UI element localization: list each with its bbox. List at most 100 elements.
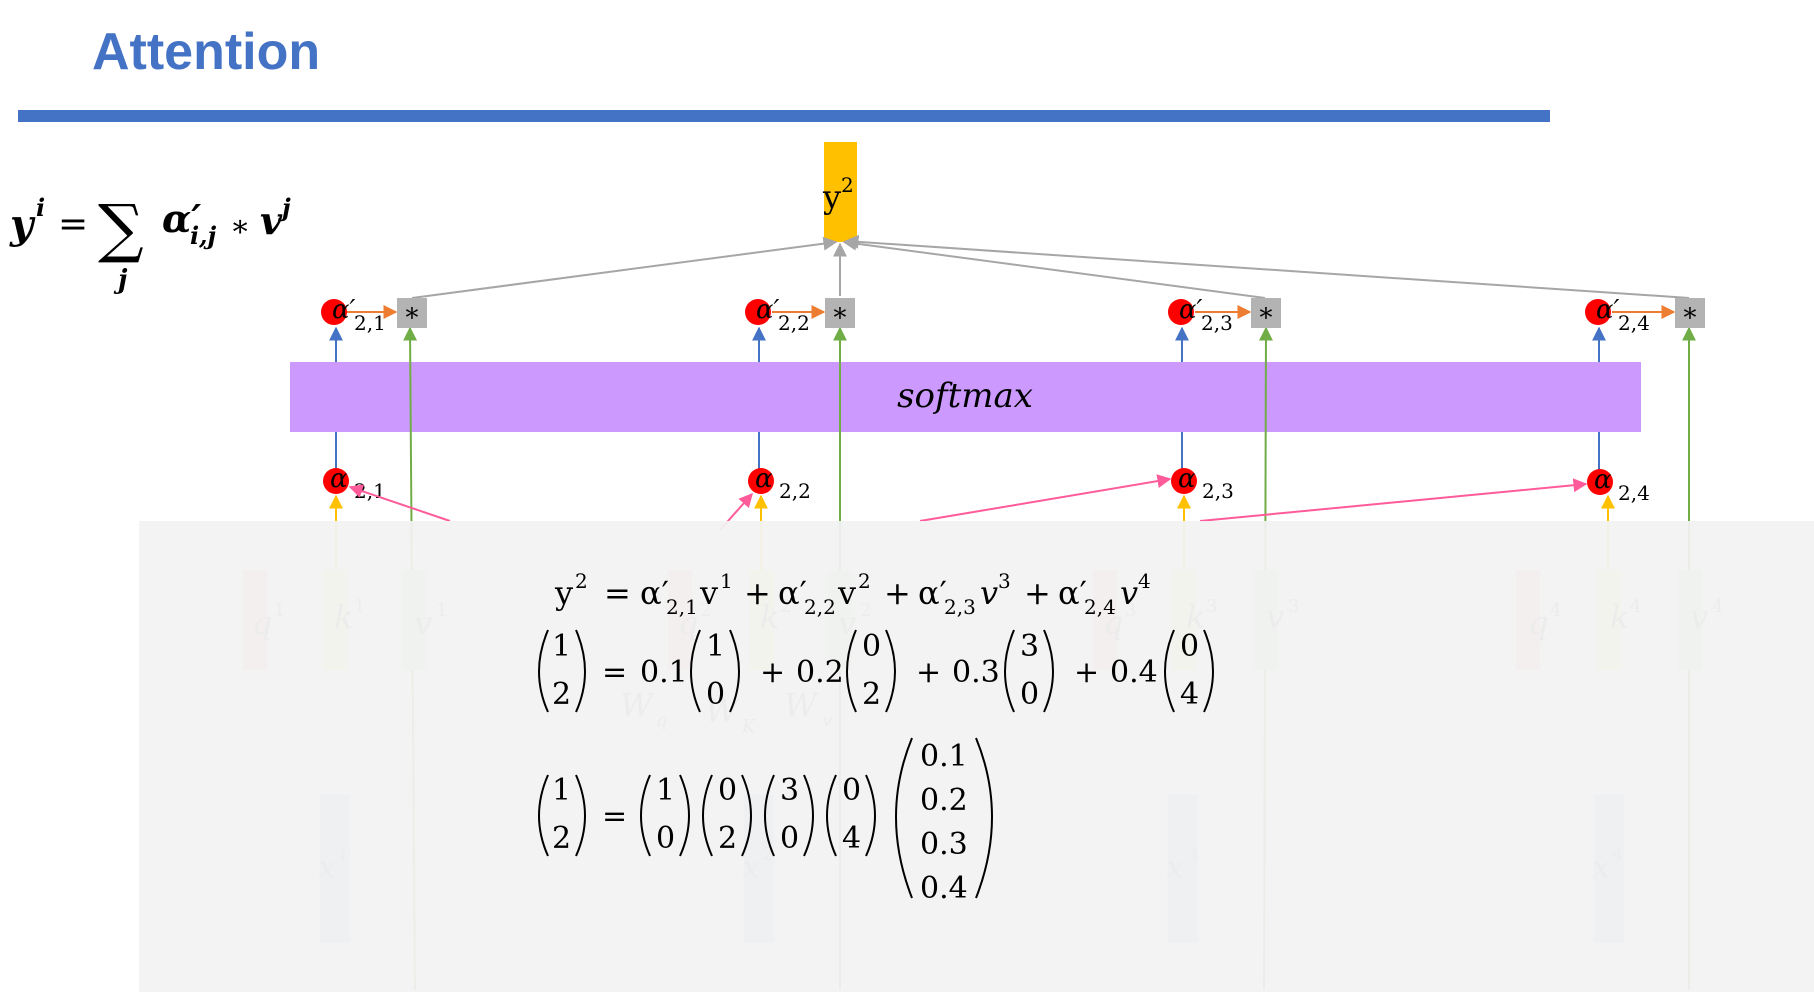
summation-formula: y i = ∑ j α′ i,j ∗ v j	[9, 192, 291, 295]
pink-arrow-to-alpha-24	[1199, 478, 1588, 522]
eq2-coef2: 0.2	[796, 655, 844, 690]
eq2-coef3: 0.3	[952, 655, 1000, 690]
svg-text:1: 1	[706, 629, 725, 664]
slide-title: Attention	[92, 23, 321, 81]
formula-v: v	[260, 198, 283, 243]
col1-multiply-box	[397, 298, 427, 328]
col3-alpha-prime-sub: 2,3	[1201, 311, 1233, 335]
eq3-weights-vector: 0.1 0.2 0.3 0.4	[895, 737, 993, 906]
eq2-lhs-bottom: 2	[552, 677, 571, 712]
col3-alpha-prime-dot	[1168, 299, 1194, 325]
svg-text:4: 4	[1180, 677, 1199, 712]
svg-text:0: 0	[780, 821, 799, 856]
svg-text:3: 3	[1020, 629, 1039, 664]
eq1-lhs: y	[554, 574, 573, 612]
eq1-equals: =	[604, 574, 631, 612]
formula-sum: ∑	[98, 192, 144, 266]
softmax-bar	[290, 362, 1641, 432]
formula-v-sup: j	[278, 193, 291, 222]
eq1-term2-sup: 2	[858, 569, 871, 593]
eq2-equals: =	[602, 655, 627, 690]
eq2-lhs-top: 1	[552, 629, 571, 664]
output-y2-box	[824, 142, 857, 242]
sum-arrow-3	[842, 236, 1266, 299]
formula-equals: =	[58, 204, 88, 245]
eq2-plus1: +	[760, 655, 785, 690]
eq1-term4-sup: 4	[1138, 569, 1151, 593]
svg-text:0: 0	[1180, 629, 1199, 664]
col4-alpha-prime-dot	[1585, 299, 1611, 325]
svg-text:0: 0	[706, 677, 725, 712]
formula-alpha-sub: i,j	[190, 221, 216, 250]
svg-text:2: 2	[862, 677, 881, 712]
col4-alpha-sub: 2,4	[1618, 481, 1650, 505]
eq3-vector4: 0 4	[826, 773, 876, 857]
svg-text:3: 3	[780, 773, 799, 808]
eq3-vector1: 1 0	[640, 773, 690, 857]
svg-text:0: 0	[718, 773, 737, 808]
equation-2: 1 2 = 0.1 1 0 + 0.2 0 2 + 0.3 3 0 + 0.	[538, 629, 1214, 713]
formula-lhs: y	[9, 201, 36, 248]
col2-multiply-symbol: ∗	[831, 298, 849, 328]
output-y2-sup: 2	[841, 173, 854, 197]
eq2-vector2: 0 2	[846, 629, 896, 713]
col4-multiply-symbol: ∗	[1681, 298, 1699, 328]
svg-text:0.2: 0.2	[920, 783, 968, 818]
eq3-equals: =	[602, 799, 627, 834]
col2-multiply-box	[825, 298, 855, 328]
eq1-term2-sub: 2,2	[804, 595, 836, 619]
col2-alpha-prime-dot	[745, 299, 771, 325]
eq1-term4-v: v	[1120, 574, 1138, 612]
col3-alpha-prime: α′	[1179, 295, 1203, 325]
col2-alpha-prime: α′	[756, 295, 780, 325]
eq2-vector1: 1 0	[690, 629, 740, 713]
eq1-term1-sup: 1	[720, 569, 733, 593]
sum-arrow-1	[411, 236, 838, 299]
col4-multiply-box	[1675, 298, 1705, 328]
eq1-term4-sub: 2,4	[1084, 595, 1116, 619]
softmax-label: softmax	[897, 376, 1033, 416]
col4-alpha-dot	[1587, 469, 1613, 495]
output-y2-label: y	[822, 178, 841, 216]
eq1-term2-a: α′	[778, 574, 807, 612]
pink-arrow-to-alpha-23	[919, 474, 1172, 522]
eq1-term3-sub: 2,3	[944, 595, 976, 619]
equation-overlay	[139, 521, 1814, 992]
col2-alpha-prime-sub: 2,2	[778, 311, 810, 335]
col4-alpha: α	[1594, 465, 1612, 495]
eq1-plus1: +	[744, 574, 771, 612]
svg-text:0: 0	[1020, 677, 1039, 712]
svg-text:2: 2	[718, 821, 737, 856]
eq2-vector4: 0 4	[1164, 629, 1214, 713]
col3-multiply-symbol: ∗	[1257, 298, 1275, 328]
eq1-term3-v: v	[980, 574, 998, 612]
col2-alpha-sub: 2,2	[779, 479, 811, 503]
eq1-term1-a: α′	[640, 574, 669, 612]
eq2-vector3: 3 0	[1004, 629, 1054, 713]
col4-alpha-prime-sub: 2,4	[1618, 311, 1650, 335]
eq2-plus2: +	[916, 655, 941, 690]
equation-1: y 2 = α′ 2,1 v 1 + α′ 2,2 v 2 + α′ 2,3 v…	[554, 569, 1151, 619]
eq1-term1-sub: 2,1	[666, 595, 698, 619]
svg-text:0.1: 0.1	[920, 739, 968, 774]
eq1-term3-sup: 3	[998, 569, 1011, 593]
svg-text:1: 1	[552, 773, 571, 808]
col4-alpha-prime: α′	[1596, 295, 1620, 325]
sum-arrow-4	[844, 234, 1690, 299]
col2-alpha-dot	[748, 468, 774, 494]
svg-text:0: 0	[862, 629, 881, 664]
eq2-lhs-vector: 1 2	[538, 629, 586, 713]
svg-text:4: 4	[842, 821, 861, 856]
col3-multiply-box	[1251, 298, 1281, 328]
col1-multiply-symbol: ∗	[403, 298, 421, 328]
eq1-plus3: +	[1024, 574, 1051, 612]
svg-text:0: 0	[842, 773, 861, 808]
svg-text:2: 2	[552, 821, 571, 856]
col3-alpha-dot	[1171, 468, 1197, 494]
column-2: α′ 2,2 ∗ α 2,2	[745, 295, 855, 990]
eq2-coef4: 0.4	[1110, 655, 1158, 690]
svg-text:0.3: 0.3	[920, 827, 968, 862]
col3-alpha: α	[1178, 464, 1196, 494]
col1-alpha-prime-sub: 2,1	[354, 311, 386, 335]
